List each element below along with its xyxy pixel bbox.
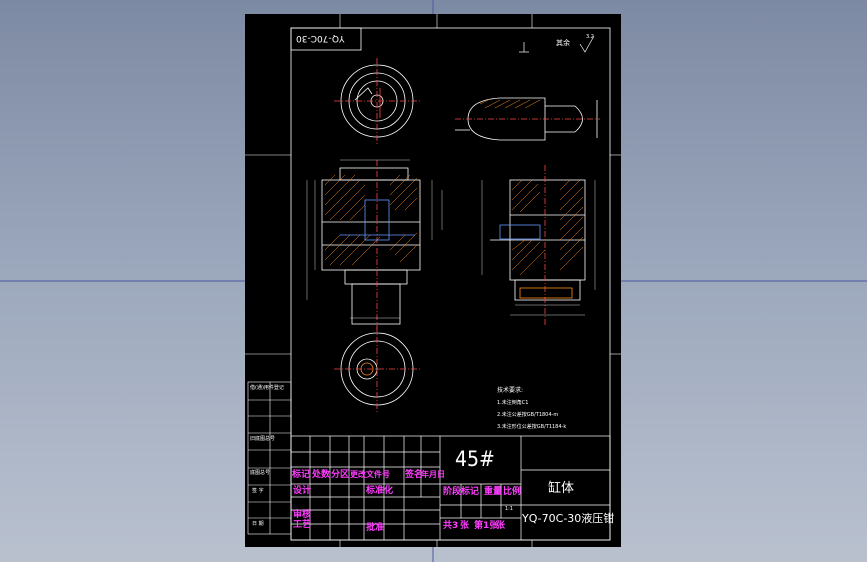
- weight-label: 重量: [484, 487, 503, 497]
- roughness-value: 3.2: [586, 34, 594, 40]
- scale-label: 比例: [503, 487, 522, 497]
- side-item-2: 旧底图总号: [250, 436, 276, 442]
- roughness-label: 其余: [556, 39, 570, 47]
- title-block-grid: [290, 435, 611, 541]
- code-box: [290, 27, 362, 51]
- roughness-symbol: [519, 35, 595, 53]
- sheets-total: 共3: [443, 521, 459, 531]
- notes-line-3: 3.未注形位公差按GB/T1184-k: [497, 424, 567, 430]
- side-item-0: 借(通)用件登记: [250, 385, 284, 391]
- part-name: 缸体: [548, 481, 575, 496]
- side-item-4: 底图总号: [250, 470, 271, 476]
- material-label: 45#: [455, 447, 495, 471]
- header-col-2: 分区: [331, 470, 350, 480]
- scale-value: 1:1: [505, 506, 514, 512]
- notes-title: 技术要求:: [497, 387, 524, 394]
- notes-line-2: 2.未注公差按GB/T1804-m: [497, 412, 559, 418]
- code-box-label: YQ-70C-30: [296, 33, 345, 43]
- frame-ticks: [245, 14, 621, 547]
- detail-view: [455, 97, 600, 141]
- drawing-sheet: [245, 14, 621, 547]
- section-view-left: [321, 160, 421, 330]
- header-col-1: 处数: [312, 470, 331, 480]
- technical-notes: 技术要求: 1.未注倒角C1 2.未注公差按GB/T1804-m 3.未注形位公…: [497, 385, 566, 433]
- header-col-3: 更改文件号: [350, 470, 390, 479]
- sheet-number: 第1张: [474, 521, 499, 531]
- notes-line-1: 1.未注倒角C1: [497, 400, 529, 406]
- drawing-number: YQ-70C-30液压钳: [522, 512, 615, 525]
- sheet-label: 张: [460, 521, 470, 531]
- drawing-frame: [290, 27, 611, 541]
- section-view-right: [490, 165, 586, 325]
- header-col-5: 年月日: [421, 470, 445, 479]
- top-view: [334, 58, 420, 144]
- side-item-8: 日 期: [252, 521, 264, 527]
- header-col-4: 签名: [405, 470, 424, 480]
- approve-label: 批准: [366, 523, 385, 533]
- header-col-0: 标记: [292, 470, 311, 480]
- bottom-view: [334, 326, 420, 412]
- process-label: 工艺: [293, 520, 312, 530]
- dimension-lines: [306, 159, 596, 319]
- side-panel-grid: [247, 381, 292, 535]
- stage-mark-label: 阶段标记: [443, 487, 480, 497]
- design-label: 设计: [293, 486, 312, 496]
- standardization-label: 标准化: [366, 486, 394, 496]
- review-label: 审核: [293, 510, 312, 520]
- side-item-6: 签 字: [252, 488, 264, 494]
- sheet-suffix: 张: [496, 521, 506, 531]
